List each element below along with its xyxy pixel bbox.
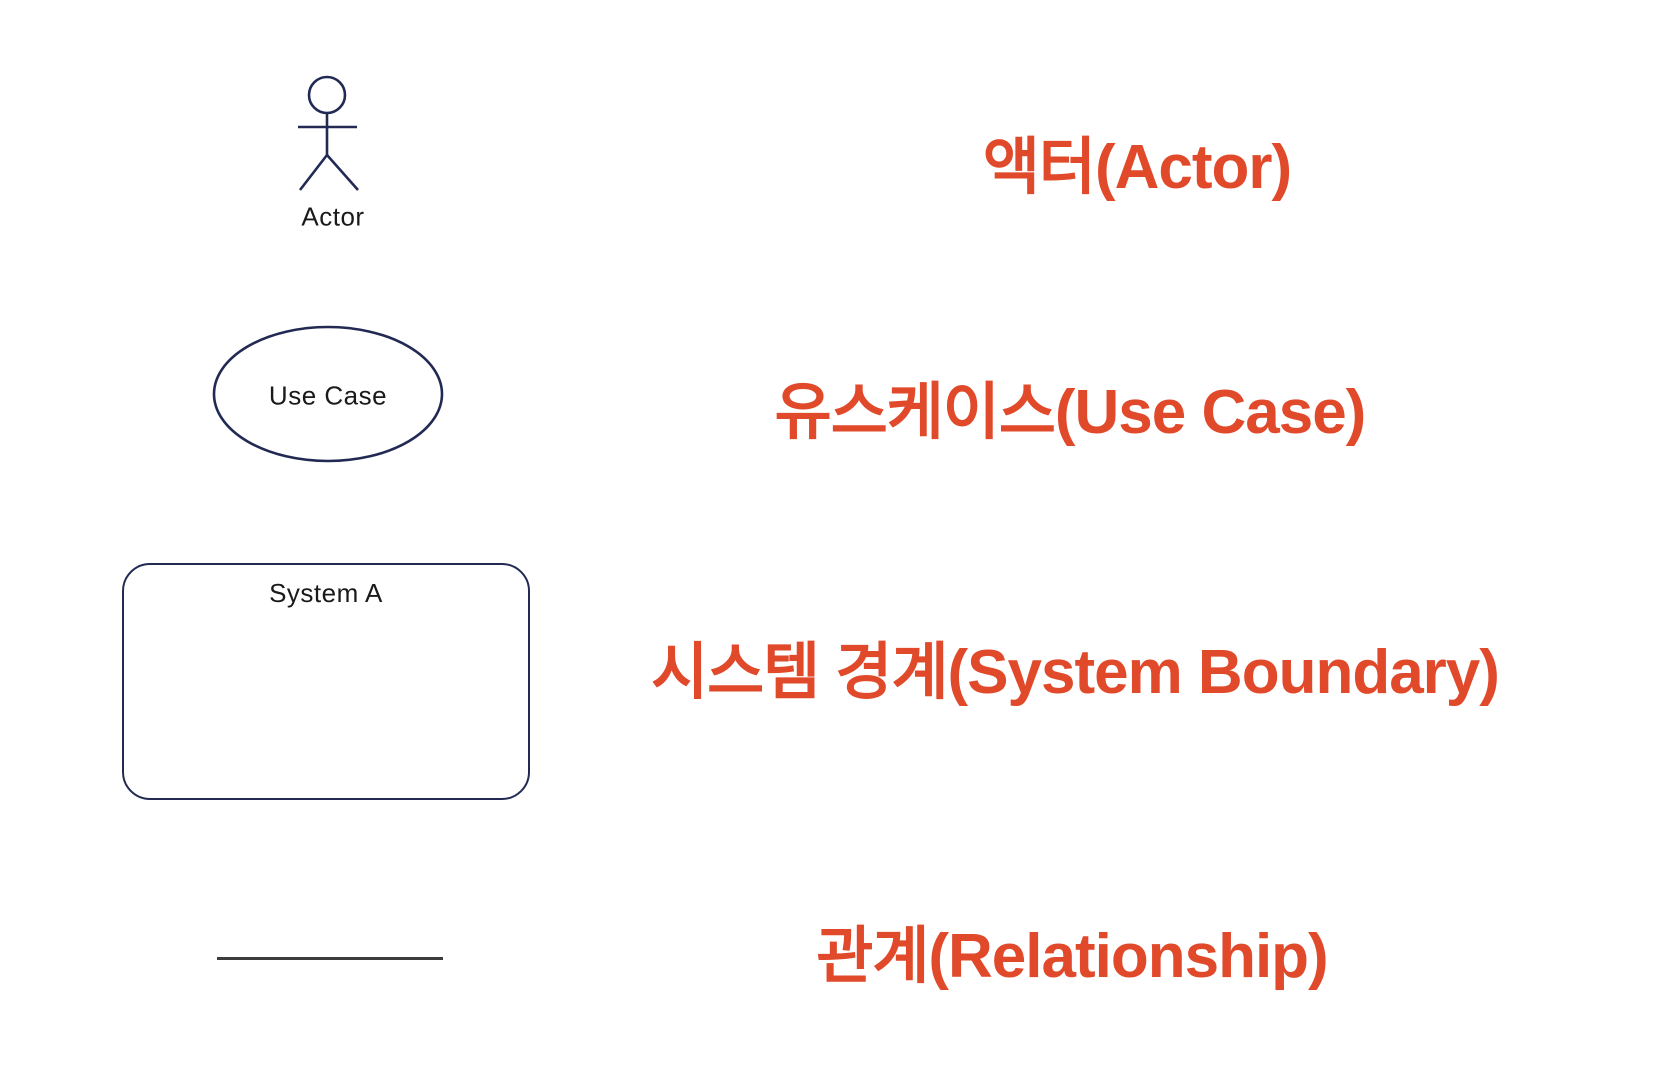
relationship-line-icon	[217, 957, 443, 960]
use-case-shape-label: Use Case	[268, 380, 388, 411]
actor-shape-label: Actor	[301, 201, 365, 232]
system-boundary-box	[122, 563, 530, 800]
label-use-case: 유스케이스(Use Case)	[774, 378, 1367, 447]
use-case-ellipse-icon	[212, 325, 444, 463]
actor-stick-figure-icon	[298, 75, 359, 191]
label-actor: 액터(Actor)	[982, 133, 1292, 202]
label-system-boundary: 시스템 경계(System Boundary)	[651, 638, 1500, 707]
system-boundary-shape-label: System A	[269, 578, 383, 608]
label-relationship: 관계(Relationship)	[816, 922, 1328, 991]
